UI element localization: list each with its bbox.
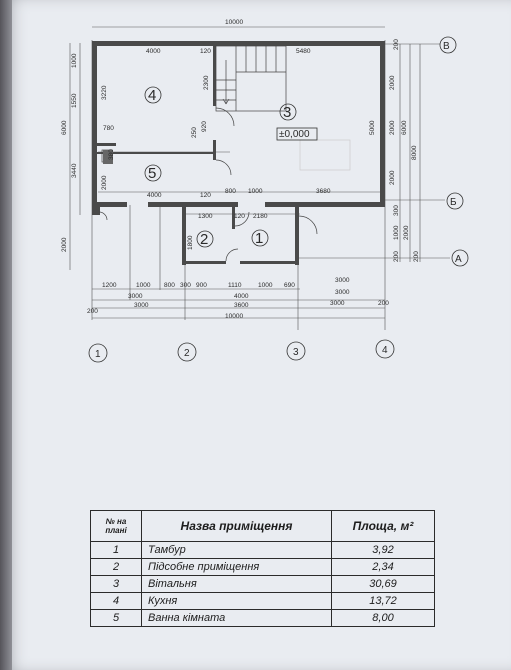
header-room-name: Назва приміщення	[141, 510, 332, 542]
dim-b4-10000: 10000	[225, 313, 243, 320]
table-row: 3 Вітальня 30,69	[90, 575, 435, 593]
dim-mid-4000: 4000	[147, 192, 162, 199]
axis-number-1: 1	[95, 349, 101, 360]
room-label-5: 5	[148, 165, 156, 182]
dim-b2-3000: 3000	[128, 293, 143, 300]
row-name: Підсобне приміщення	[141, 558, 332, 576]
dim-b3-3000: 3000	[134, 302, 149, 309]
dim-b1-1110: 1110	[228, 282, 242, 289]
axis-letter-v: В	[443, 41, 450, 52]
dim-right-2000d: 2000	[403, 225, 410, 240]
room-label-1: 1	[255, 230, 263, 247]
dim-top-c: 5480	[296, 48, 311, 55]
dim-right-2000b: 2000	[389, 120, 396, 135]
dim-b3-200b: 200	[378, 300, 389, 307]
dim-mid-800: 800	[225, 188, 236, 195]
axis-letter-b: Б	[450, 197, 457, 208]
dim-right-6000: 6000	[401, 120, 408, 135]
dim-b1-300: 300	[180, 282, 191, 289]
dim-right-5000: 5000	[369, 120, 376, 135]
axis-number-2: 2	[184, 348, 190, 359]
row-number: 4	[90, 592, 142, 610]
dim-b1-800: 800	[164, 282, 175, 289]
table-header-row: № на плані Назва приміщення Площа, м²	[90, 510, 435, 542]
dim-right-200c: 200	[413, 251, 420, 262]
row-number: 5	[90, 609, 142, 627]
axis-number-3: 3	[293, 347, 299, 358]
dim-right-1000: 1000	[393, 225, 400, 240]
dim-mid-1000: 1000	[248, 188, 263, 195]
dim-b2-3000b: 3000	[335, 277, 350, 284]
row-area: 8,00	[331, 609, 435, 627]
dim-left-1550: 1550	[71, 93, 78, 108]
dim-right-2000: 2000	[389, 75, 396, 90]
dim-right-200: 200	[393, 39, 400, 50]
dim-b1-1000: 1000	[136, 282, 151, 289]
dim-b1-690: 690	[284, 282, 295, 289]
dim-inner-780: 780	[103, 125, 114, 132]
table-row: 5 Ванна кімната 8,00	[90, 609, 435, 627]
row-name: Тамбур	[141, 541, 332, 559]
dim-b1-1000b: 1000	[258, 282, 273, 289]
room-label-2: 2	[200, 231, 208, 248]
table-row: 1 Тамбур 3,92	[90, 541, 435, 559]
dim-mid-3680: 3680	[316, 188, 331, 195]
table-row: 2 Підсобне приміщення 2,34	[90, 558, 435, 576]
dim-mid-2180: 2180	[253, 213, 268, 220]
dim-top-b: 120	[200, 48, 211, 55]
dim-mid-1800: 1800	[187, 235, 194, 250]
dim-right-200b: 200	[393, 251, 400, 262]
row-area: 2,34	[331, 558, 435, 576]
row-area: 3,92	[331, 541, 435, 559]
room-label-3: 3	[283, 104, 291, 121]
dim-mid-1300: 1300	[198, 213, 213, 220]
dim-b3-200: 200	[87, 308, 98, 315]
row-name: Кухня	[141, 592, 332, 610]
dim-left-6000: 6000	[61, 120, 68, 135]
floor-level-mark: ±0,000	[279, 129, 310, 140]
dim-inner-380: 380	[108, 149, 115, 160]
dim-left-2000: 2000	[101, 175, 108, 190]
table-row: 4 Кухня 13,72	[90, 592, 435, 610]
dim-b3-3000-right: 3000	[330, 300, 345, 307]
dim-left-3220: 3220	[101, 85, 108, 100]
dim-inner-920: 920	[201, 121, 208, 132]
dim-inner-250: 250	[191, 127, 198, 138]
row-area: 13,72	[331, 592, 435, 610]
dim-top-total: 10000	[225, 19, 243, 26]
row-number: 1	[90, 541, 142, 559]
axis-letter-a: А	[455, 254, 462, 265]
dim-mid-120b: 120	[234, 213, 245, 220]
dim-mid-120: 120	[200, 192, 211, 199]
room-label-4: 4	[148, 87, 156, 104]
room-area-table: № на плані Назва приміщення Площа, м² 1 …	[90, 510, 435, 627]
dim-b1-900: 900	[196, 282, 207, 289]
dim-inner-2300: 2300	[203, 75, 210, 90]
row-area: 30,69	[331, 575, 435, 593]
dim-b2-3000c: 3000	[335, 289, 350, 296]
row-name: Ванна кімната	[141, 609, 332, 627]
dim-right-2000c: 2000	[389, 170, 396, 185]
row-name: Вітальня	[141, 575, 332, 593]
dim-left-2000b: 2000	[61, 237, 68, 252]
dim-top-a: 4000	[146, 48, 161, 55]
floor-plan-drawing: 4 5 3 2 1 ±0,000 10000 4000 120 5480 600…	[61, 19, 469, 363]
axis-number-4: 4	[382, 345, 388, 356]
row-number: 3	[90, 575, 142, 593]
dim-left-1000: 1000	[71, 53, 78, 68]
dim-right-300: 300	[393, 205, 400, 216]
dim-b1-1200: 1200	[102, 282, 117, 289]
dim-b2-4000: 4000	[234, 293, 249, 300]
header-number: № на плані	[90, 510, 142, 542]
row-number: 2	[90, 558, 142, 576]
dim-left-3440: 3440	[71, 163, 78, 178]
header-area: Площа, м²	[331, 510, 435, 542]
dim-b3-3600: 3600	[234, 302, 249, 309]
dim-right-8000: 8000	[411, 145, 418, 160]
sheet-edge-shadow	[0, 0, 12, 670]
